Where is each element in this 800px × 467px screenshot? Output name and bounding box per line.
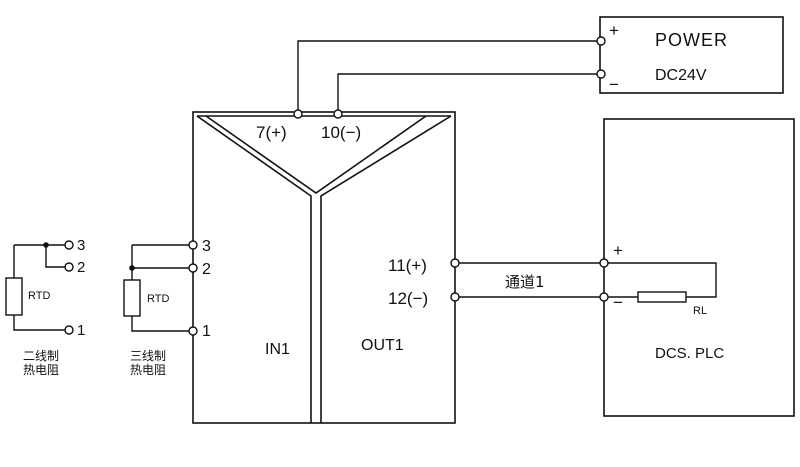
output-label: OUT1 — [361, 337, 404, 354]
power-plus-terminal — [596, 36, 606, 46]
three-wire-caption-2: 热电阻 — [130, 363, 166, 377]
two-wire-junction — [43, 242, 49, 248]
power-minus-terminal — [596, 69, 606, 79]
two-wire-t3-label: 3 — [77, 237, 85, 254]
two-wire-t2-label: 2 — [77, 259, 85, 276]
three-wire-t1-label: 1 — [202, 323, 211, 340]
power-wiring — [297, 40, 601, 112]
terminal-10 — [333, 109, 343, 119]
plc-box — [603, 118, 795, 417]
terminal-7 — [293, 109, 303, 119]
three-wire-t2-label: 2 — [202, 261, 211, 278]
load-resistor — [637, 291, 687, 303]
plc-title: DCS. PLC — [655, 345, 724, 362]
terminal-7-label: 7(+) — [256, 123, 287, 142]
power-plus-sign: + — [609, 21, 619, 40]
two-wire-terminal-1 — [64, 325, 74, 335]
terminal-10-label: 10(−) — [321, 123, 361, 142]
two-wire-terminal-2 — [64, 262, 74, 272]
terminal-11 — [450, 258, 460, 268]
output-wiring — [455, 262, 717, 303]
plc-plus-terminal — [599, 258, 609, 268]
power-title: POWER — [655, 30, 728, 50]
terminal-12-label: 12(−) — [388, 289, 428, 308]
three-wire-rtd-label: RTD — [147, 293, 169, 305]
terminal-11-label: 11(+) — [388, 256, 427, 275]
two-wire-terminal-3 — [64, 240, 74, 250]
power-minus-sign: − — [609, 75, 619, 94]
load-resistor-label: RL — [693, 305, 707, 317]
two-wire-t1-label: 1 — [77, 322, 85, 339]
three-wire-t3-label: 3 — [202, 238, 211, 255]
two-wire-caption-2: 热电阻 — [23, 363, 59, 377]
plc-minus-sign: − — [613, 293, 623, 312]
channel-label: 通道1 — [505, 273, 545, 291]
three-wire-terminal-3 — [188, 240, 198, 250]
two-wire-rtd — [5, 244, 67, 331]
three-wire-caption-1: 三线制 — [130, 349, 166, 363]
input-label: IN1 — [265, 341, 290, 358]
plc-plus-sign: + — [613, 241, 623, 260]
terminal-12 — [450, 292, 460, 302]
plc-minus-terminal — [599, 292, 609, 302]
three-wire-terminal-2 — [188, 263, 198, 273]
two-wire-caption-1: 二线制 — [23, 349, 59, 363]
three-wire-rtd — [123, 244, 193, 332]
power-supply-box — [599, 16, 784, 94]
two-wire-rtd-label: RTD — [28, 290, 50, 302]
three-wire-junction — [129, 265, 135, 271]
three-wire-terminal-1 — [188, 326, 198, 336]
power-voltage: DC24V — [655, 67, 707, 84]
